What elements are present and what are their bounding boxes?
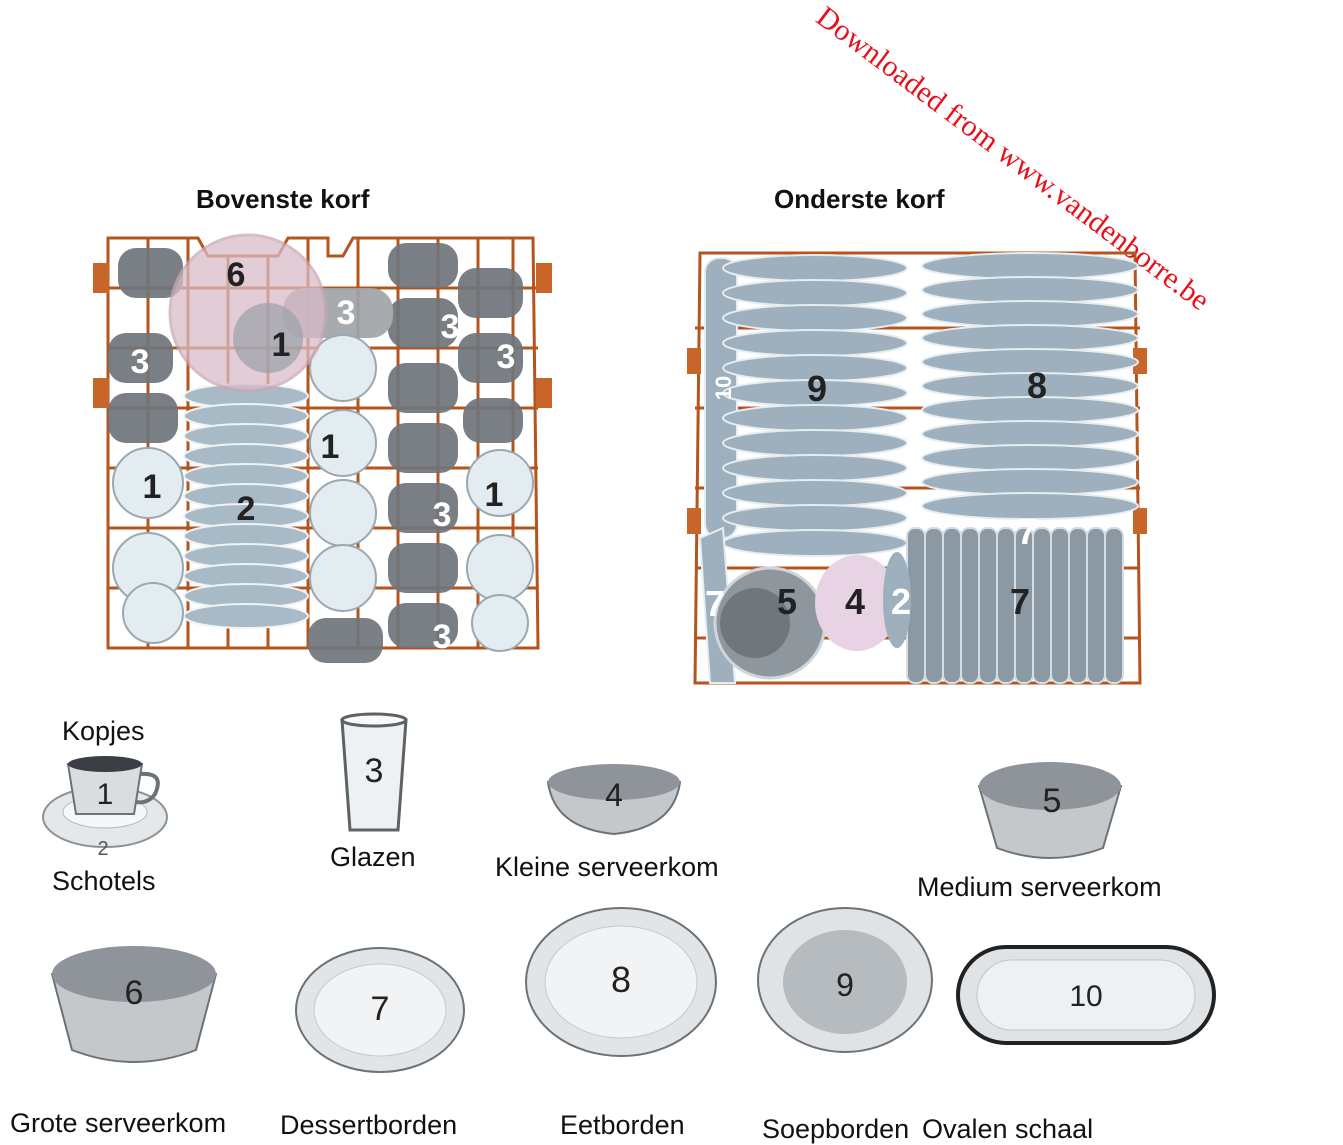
lower-label-4: 4 [845, 581, 865, 622]
legend-num-3: 3 [365, 752, 384, 790]
legend-label-cups: Kopjes [62, 716, 145, 746]
legend-label-glasses: Glazen [330, 842, 416, 872]
legend-label-dessert-plates: Dessertborden [280, 1110, 458, 1140]
legend-num-2: 2 [97, 838, 108, 860]
lower-label-8: 8 [1027, 365, 1047, 406]
legend-oval-dish-icon: 10 [956, 945, 1216, 1045]
legend-num-5: 5 [1043, 782, 1062, 820]
legend-num-8: 8 [611, 959, 631, 1000]
legend-dinner-plate-icon: 8 [525, 907, 717, 1057]
lower-label-7a: 7 [1017, 511, 1037, 552]
lower-label-2: 2 [891, 581, 911, 622]
large-bowl [168, 233, 328, 393]
lower-rack-title: Onderste korf [774, 184, 945, 214]
upper-rack-diagram: 6 3 1 3 3 3 1 1 2 3 1 3 [93, 233, 552, 663]
legend-num-7: 7 [371, 990, 390, 1028]
legend-num-10: 10 [1069, 980, 1102, 1013]
lower-label-5: 5 [777, 581, 797, 622]
legend-label-oval-dish: Ovalen schaal [922, 1114, 1094, 1144]
lower-label-7b: 7 [705, 583, 725, 624]
legend-label-large-bowl: Grote serveerkom [10, 1108, 227, 1138]
upper-label-1a: 1 [272, 326, 291, 364]
upper-label-3e: 3 [433, 496, 452, 534]
upper-label-1c: 1 [143, 468, 162, 506]
upper-label-1b: 1 [321, 428, 340, 466]
lower-label-9: 9 [807, 368, 827, 409]
upper-label-3a: 3 [337, 294, 356, 332]
legend-label-medium-bowl: Medium serveerkom [917, 872, 1162, 902]
saucer-stack [183, 383, 309, 629]
legend-large-bowl-icon: 6 [50, 946, 218, 1063]
legend-label-dinner-plates: Eetborden [560, 1110, 685, 1140]
legend-cup-saucer-icon: 1 2 [42, 756, 168, 860]
legend-num-9: 9 [836, 967, 854, 1003]
upper-label-6: 6 [227, 256, 246, 294]
lower-rack-diagram: 10 9 8 7 7 5 4 2 7 [687, 251, 1147, 685]
legend-medium-bowl-icon: 5 [977, 762, 1123, 859]
upper-label-3f: 3 [433, 618, 452, 656]
lower-label-10: 10 [711, 376, 736, 400]
legend-label-soup-plates: Soepborden [762, 1114, 910, 1144]
upper-label-3c: 3 [441, 308, 460, 346]
legend-num-1: 1 [97, 778, 114, 811]
upper-label-3b: 3 [131, 343, 150, 381]
upper-label-3d: 3 [497, 338, 516, 376]
legend-glass-icon: 3 [340, 712, 408, 832]
upper-label-1d: 1 [485, 476, 504, 514]
legend-num-6: 6 [125, 974, 144, 1012]
legend-soup-plate-icon: 9 [757, 907, 933, 1053]
upper-label-2: 2 [237, 490, 256, 528]
legend-label-small-bowl: Kleine serveerkom [495, 852, 719, 882]
legend-num-4: 4 [605, 777, 623, 813]
lower-label-7c: 7 [1010, 581, 1030, 622]
legend-small-bowl-icon: 4 [546, 764, 682, 836]
upper-rack-title: Bovenste korf [196, 184, 370, 214]
legend-label-saucers: Schotels [52, 866, 156, 896]
legend-dessert-plate-icon: 7 [295, 947, 465, 1073]
